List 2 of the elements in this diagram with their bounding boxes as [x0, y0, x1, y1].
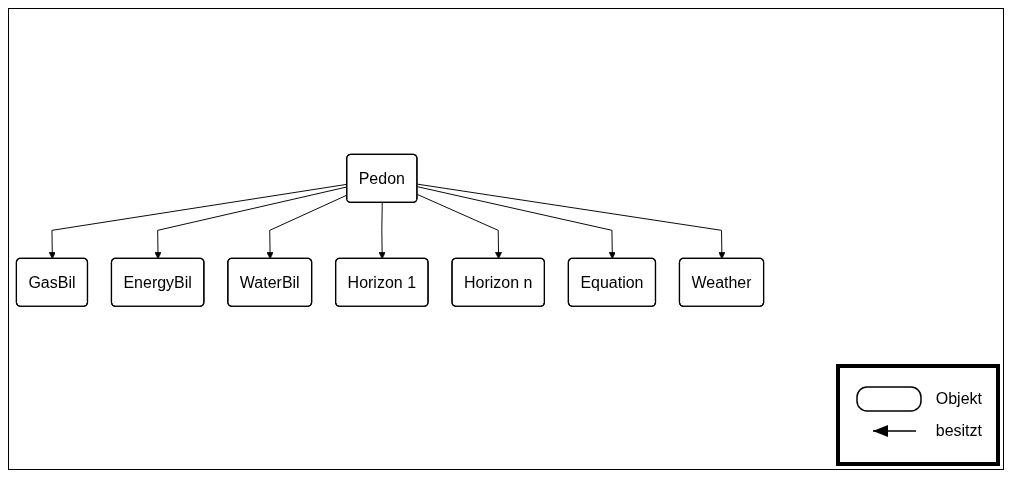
legend-text: Objekt	[935, 390, 982, 408]
legend-text: besitzt	[935, 422, 982, 440]
